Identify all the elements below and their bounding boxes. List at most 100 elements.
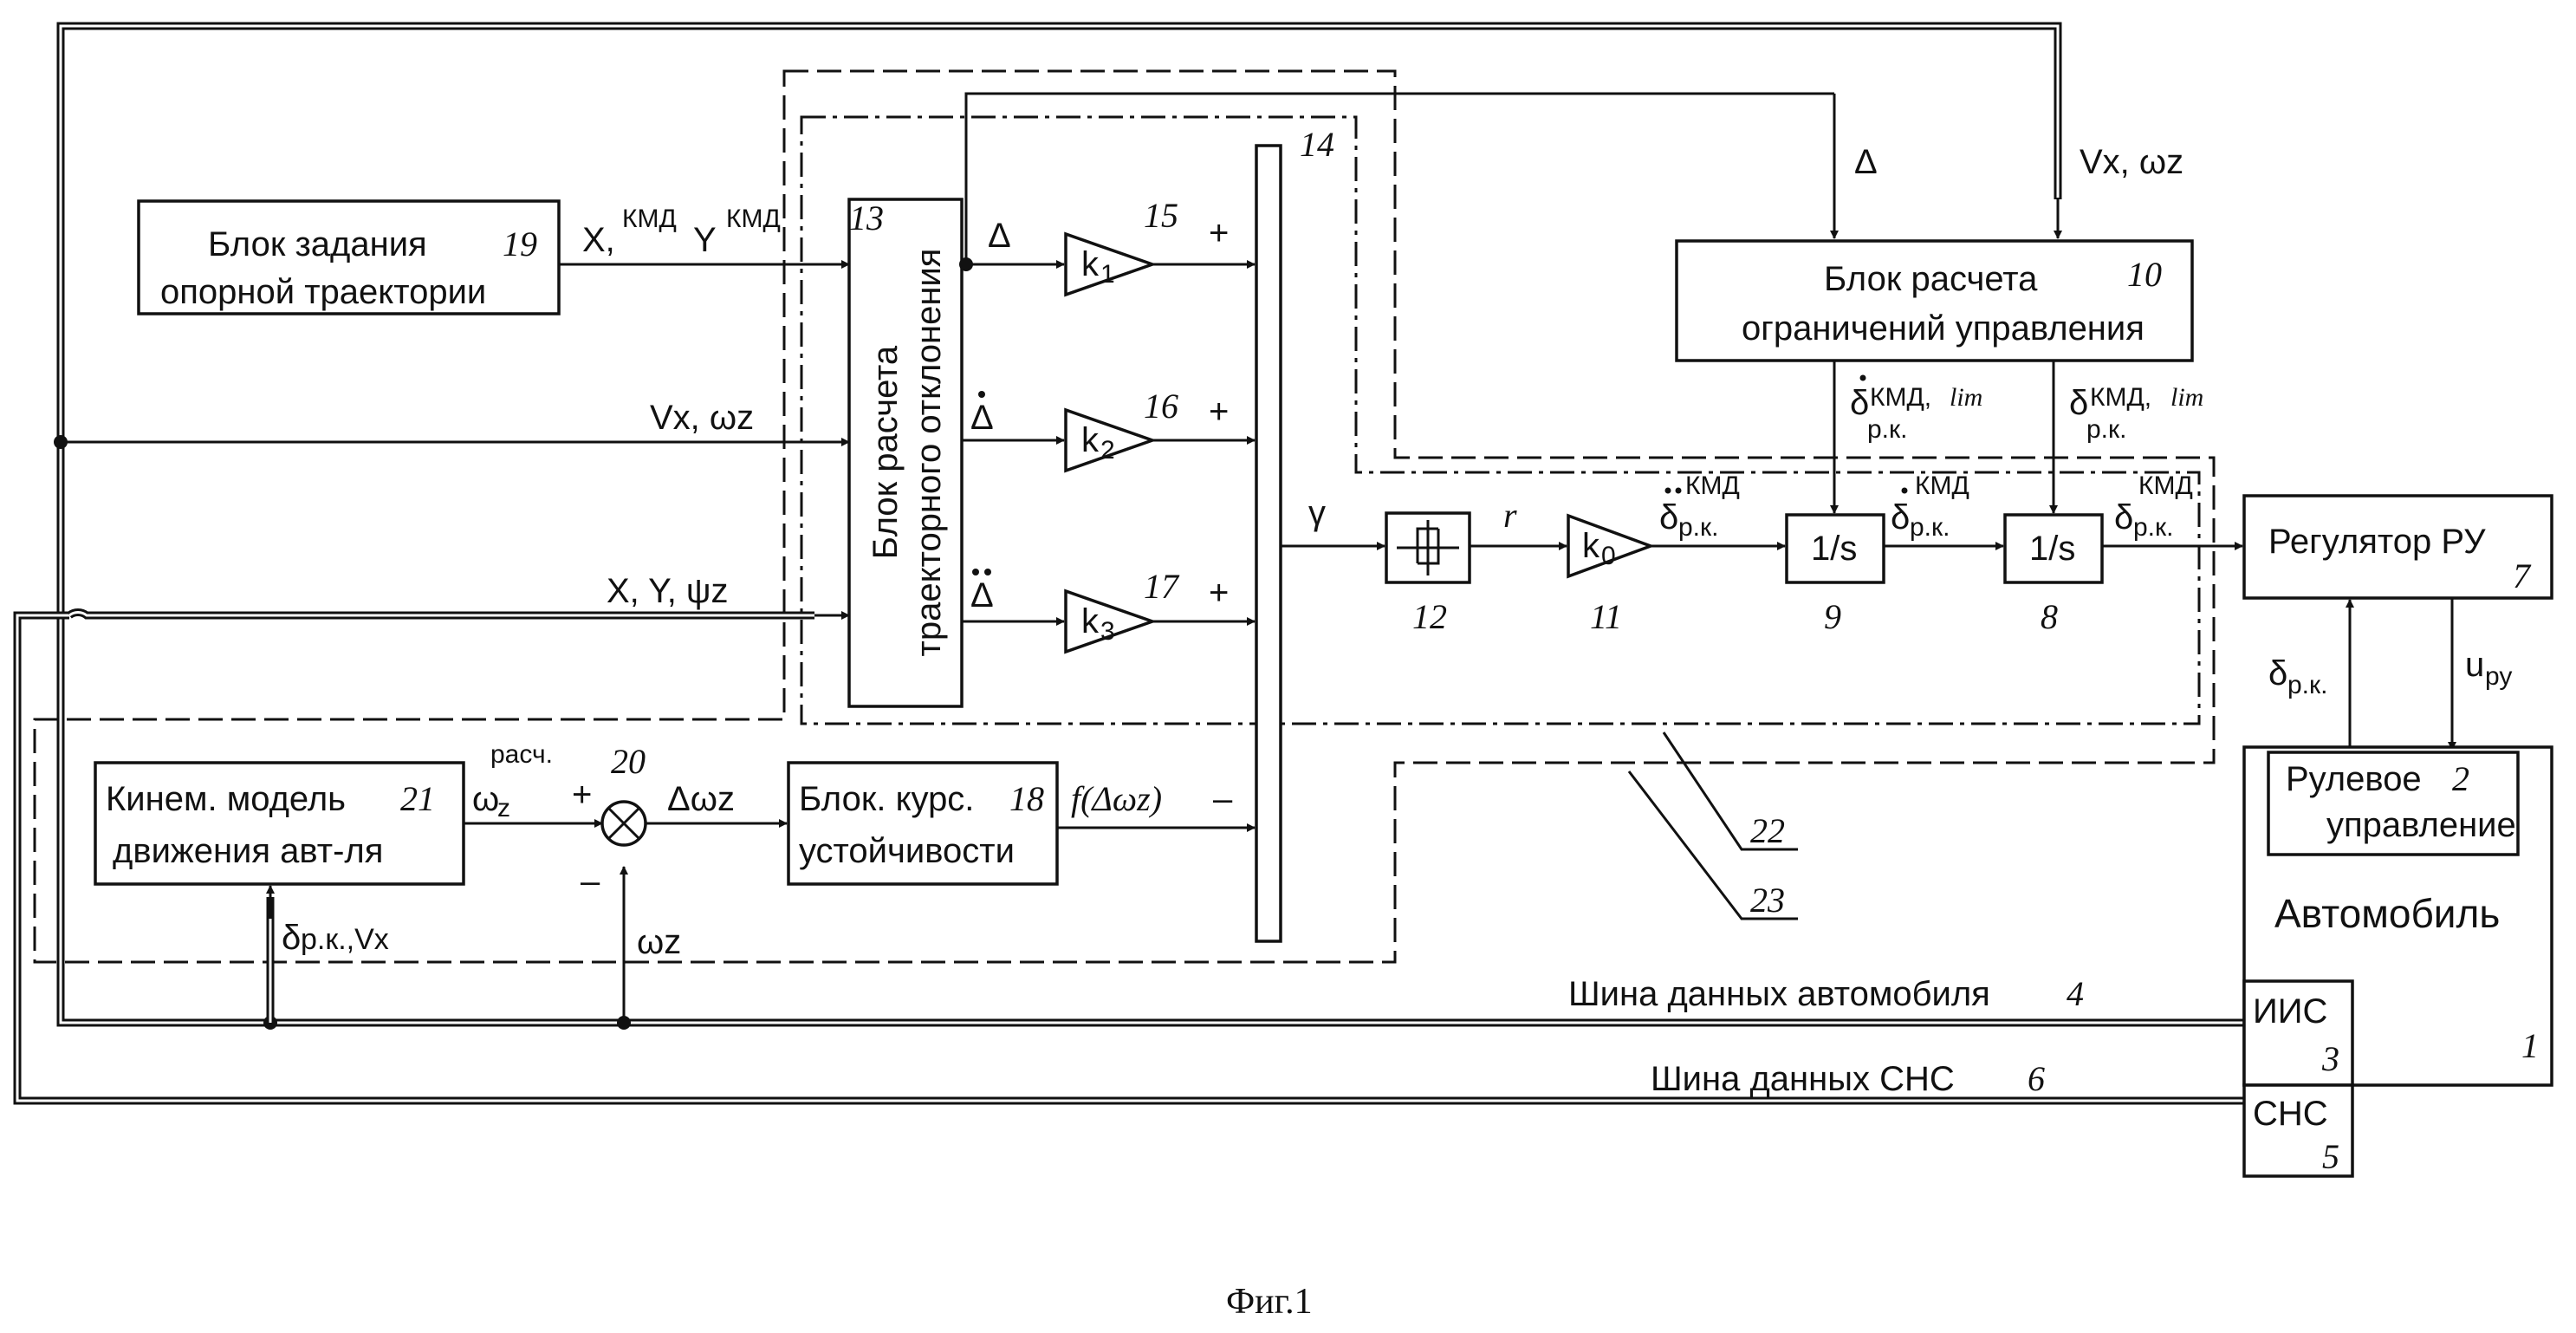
sum-plus-2: +: [1209, 393, 1229, 431]
gain-k0: k 0 11: [1567, 513, 1656, 636]
block-7-num: 7: [2513, 556, 2532, 595]
svg-text:КМД,: КМД,: [2090, 383, 2151, 412]
block-21-line1: Кинем. модель: [106, 780, 346, 818]
gain-k1: k 1 15: [1064, 196, 1178, 297]
block-10-line1: Блок расчета: [1824, 260, 2038, 298]
svg-text:Y: Y: [693, 221, 717, 259]
svg-text:р.к.: р.к.: [2287, 671, 2327, 699]
svg-text:δ: δ: [1891, 498, 1910, 536]
block-13-trajectory-deviation: [847, 198, 964, 708]
svg-text:расч.: расч.: [490, 740, 553, 769]
svg-text:КМД: КМД: [1915, 471, 1969, 500]
svg-text:δ: δ: [2114, 498, 2133, 536]
bus-cns-lines: [13, 608, 2244, 1105]
block-2-line1: Рулевое: [2286, 760, 2422, 798]
sum20-plus: +: [572, 776, 592, 814]
svg-text:δ: δ: [2069, 384, 2088, 422]
svg-text:ω: ω: [472, 780, 499, 818]
signal-wz-calc: ω z расч.: [472, 740, 553, 823]
svg-text:δ: δ: [282, 919, 301, 957]
block-5-cns: [2242, 1083, 2354, 1178]
signal-vx-wz-left: Vx, ωz: [650, 399, 754, 437]
svg-text:КМД: КМД: [622, 205, 677, 233]
sum20-minus: –: [581, 862, 600, 901]
svg-text:КМД: КМД: [726, 205, 781, 233]
svg-text:17: 17: [1144, 567, 1180, 606]
svg-text:k: k: [1582, 527, 1600, 565]
svg-text:k: k: [1081, 602, 1100, 640]
block-5-label: СНС: [2253, 1095, 2328, 1133]
block-1-num: 1: [2521, 1026, 2539, 1065]
signal-d-lim: δ р.к. КМД, lim: [2069, 383, 2203, 444]
signal-delta: Δ: [988, 217, 1011, 255]
block-18-line2: устойчивости: [799, 832, 1015, 870]
block-3-iis: [2242, 979, 2354, 1087]
svg-text:δ: δ: [1850, 384, 1869, 422]
svg-text:КМД: КМД: [2138, 471, 2193, 500]
svg-text:z: z: [497, 794, 510, 823]
signal-delta-top: Δ: [1854, 143, 1878, 181]
block-5-num: 5: [2322, 1137, 2339, 1176]
signal-d-cmd: δ р.к. КМД: [2114, 471, 2193, 542]
block-18-line1: Блок. курс.: [799, 780, 974, 818]
block-13-line1: Блок расчета: [866, 345, 905, 559]
svg-text:р.к.: р.к.: [1678, 513, 1718, 542]
signal-delta-ddot: Δ: [970, 569, 994, 614]
block-2-num: 2: [2452, 759, 2469, 798]
svg-text:3: 3: [1100, 617, 1115, 646]
signal-wz-bottom: ωz: [637, 923, 681, 961]
block-13-line2: траекторного отклонения: [910, 249, 948, 657]
signal-vx-wz-top: Vx, ωz: [2080, 143, 2183, 181]
svg-text:р.к.: р.к.: [1867, 415, 1907, 444]
block-14-summator: [1255, 144, 1282, 943]
svg-text:15: 15: [1144, 196, 1178, 235]
svg-text:δ: δ: [2268, 654, 2287, 693]
block-19-reference-trajectory: [137, 199, 561, 315]
signal-u-ru: u ру: [2465, 646, 2512, 691]
svg-text:КМД: КМД: [1685, 471, 1740, 500]
sum14-minus: –: [1213, 780, 1233, 818]
signal-gamma: γ: [1308, 494, 1326, 532]
block-19-num: 19: [503, 224, 537, 263]
gain-k3: k 3 17: [1064, 567, 1180, 654]
signal-r: r: [1503, 496, 1517, 535]
region-22-boundary: [800, 115, 2201, 725]
svg-text:2: 2: [1100, 436, 1115, 465]
block-9-label: 1/s: [1811, 530, 1857, 568]
block-2-steering: [2267, 751, 2520, 856]
block-19-line1: Блок задания: [208, 225, 427, 263]
sum-plus-1: +: [1209, 214, 1229, 252]
signal-delta-wz: Δωz: [667, 780, 735, 818]
svg-text:р.к.,Vx: р.к.,Vx: [301, 923, 389, 956]
svg-text:р.к.: р.к.: [1910, 513, 1950, 542]
svg-text:р.к.: р.к.: [2086, 415, 2126, 444]
bus-4-num: 4: [2067, 974, 2084, 1013]
sum-plus-3: +: [1209, 574, 1229, 612]
svg-text:lim: lim: [2170, 383, 2203, 412]
callout-23: 23: [1750, 881, 1785, 920]
block-12-relay: 12: [1385, 511, 1471, 636]
bus-6-label: Шина данных СНС: [1651, 1060, 1955, 1098]
svg-text:1: 1: [1100, 260, 1115, 289]
block-13-num: 13: [849, 198, 884, 237]
svg-text:u: u: [2465, 646, 2484, 684]
signal-d-ddot-cmd: δ р.к. КМД: [1659, 471, 1740, 542]
signal-d-dot-lim: δ р.к. КМД, lim: [1850, 374, 1982, 444]
block-2-line2: управление: [2326, 806, 2516, 844]
block-3-num: 3: [2321, 1039, 2339, 1078]
bus-top-lines: [56, 22, 2244, 1027]
svg-text:X,: X,: [582, 221, 615, 259]
svg-text:11: 11: [1590, 597, 1622, 636]
block-10-control-limits: [1675, 239, 2194, 362]
block-18-stability: [787, 761, 1059, 886]
signal-d-rk: δ р.к.: [2268, 654, 2327, 699]
block-7-regulator: [2242, 494, 2553, 600]
svg-text:k: k: [1081, 245, 1100, 283]
svg-text:lim: lim: [1950, 383, 1982, 412]
block-8-label: 1/s: [2029, 530, 2075, 568]
callout-22: 22: [1750, 811, 1785, 850]
signal-d-vx-bottom: δ р.к.,Vx: [282, 919, 389, 957]
bus-4-label: Шина данных автомобиля: [1568, 975, 1990, 1013]
svg-text:δ: δ: [1659, 498, 1678, 536]
